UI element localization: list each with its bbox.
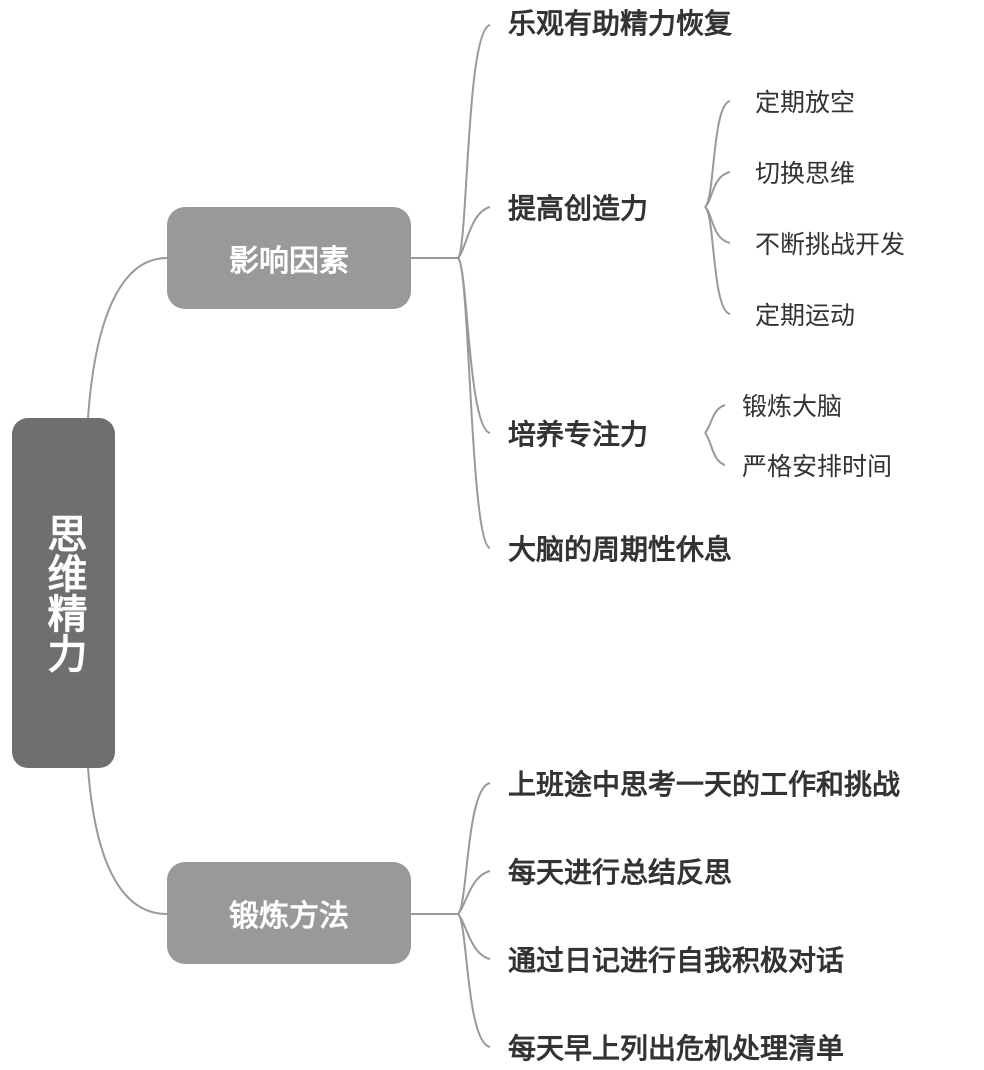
leaf-topic[interactable]: 不断挑战开发	[755, 230, 906, 259]
link-creativity	[457, 206, 491, 259]
subtopic[interactable]: 每天早上列出危机处理清单	[508, 1032, 845, 1065]
link-c2	[704, 171, 731, 208]
leaf-topic[interactable]: 定期放空	[755, 88, 856, 117]
link-f1	[704, 404, 726, 434]
link-m1	[457, 782, 491, 915]
leaf-topic[interactable]: 严格安排时间	[742, 452, 893, 481]
subtopic[interactable]: 通过日记进行自我积极对话	[508, 944, 845, 977]
subtopic[interactable]: 培养专注力	[508, 418, 649, 451]
root-topic[interactable]: 思维精力	[12, 418, 115, 768]
link-m2	[457, 870, 491, 915]
link-root-influence	[87, 257, 168, 419]
branch-influence-factors[interactable]: 影响因素	[167, 207, 411, 309]
subtopic[interactable]: 大脑的周期性休息	[508, 533, 733, 566]
branch-training-methods[interactable]: 锻炼方法	[167, 862, 411, 964]
link-c1	[704, 100, 731, 208]
link-m4	[457, 913, 491, 1048]
link-c4	[704, 206, 731, 315]
subtopic[interactable]: 每天进行总结反思	[508, 856, 733, 889]
subtopic[interactable]: 提高创造力	[508, 192, 649, 225]
link-root-method	[87, 767, 168, 915]
leaf-topic[interactable]: 切换思维	[755, 159, 856, 188]
subtopic[interactable]: 上班途中思考一天的工作和挑战	[508, 768, 901, 801]
leaf-topic[interactable]: 定期运动	[755, 301, 856, 330]
link-optimism	[457, 24, 491, 259]
link-rest	[457, 257, 491, 549]
leaf-topic[interactable]: 锻炼大脑	[742, 392, 843, 421]
subtopic[interactable]: 乐观有助精力恢复	[508, 7, 733, 40]
link-f2	[704, 432, 726, 466]
